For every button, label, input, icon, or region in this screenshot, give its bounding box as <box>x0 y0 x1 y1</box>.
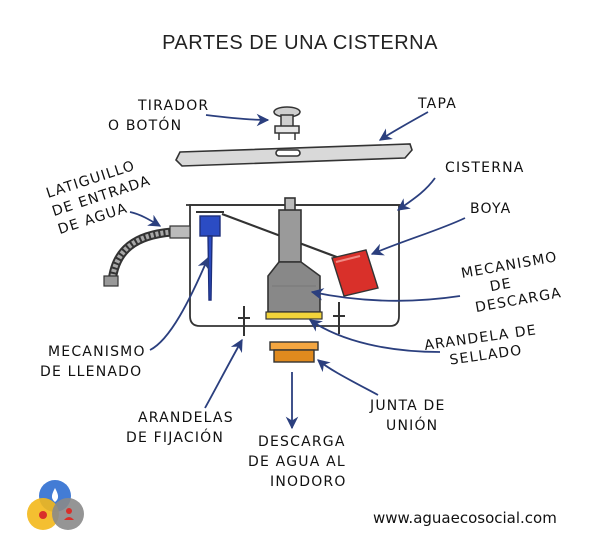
label-mecanismo-descarga: MECANISMODEDESCARGA <box>460 249 565 317</box>
push-button <box>273 106 301 140</box>
float <box>331 249 379 297</box>
label-latiguillo: LATIGUILLODE ENTRADADE AGUA <box>44 155 158 238</box>
tank-lid <box>175 143 413 167</box>
sealing-washer <box>265 311 323 320</box>
fixing-washers <box>238 302 345 336</box>
label-arrows <box>129 111 466 430</box>
page-title: PARTES DE UNA CISTERNA <box>162 32 438 54</box>
flush-valve <box>267 197 321 313</box>
website-url: www.aguaecosocial.com <box>373 509 557 527</box>
tank-body <box>189 204 400 327</box>
label-tapa: TAPA <box>417 96 457 112</box>
fill-valve <box>196 211 224 301</box>
label-boya: BOYA <box>470 201 511 217</box>
inlet-hose <box>103 225 191 287</box>
brand-logo <box>27 480 84 530</box>
label-cisterna: CISTERNA <box>445 160 525 176</box>
union-joint <box>269 341 319 363</box>
label-arandela-sellado: ARANDELA DESELLADO <box>423 322 540 371</box>
